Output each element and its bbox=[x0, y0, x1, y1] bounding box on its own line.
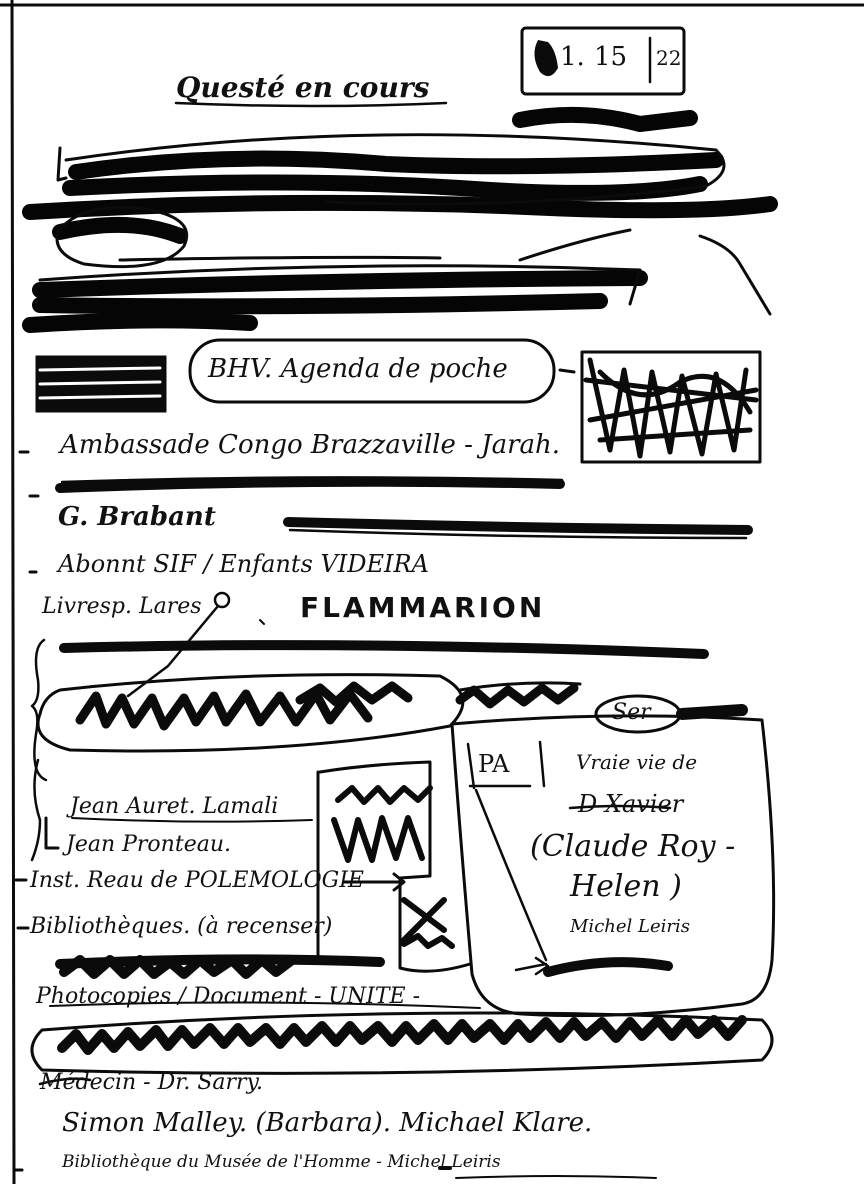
line-livresp: Livresp. Lares bbox=[42, 594, 202, 619]
label-vraie-vie: Vraie vie de bbox=[576, 750, 698, 774]
arrow-to-scribble bbox=[474, 788, 548, 962]
big-oval-redaction bbox=[36, 673, 465, 753]
line-flammarion: FLAMMARION bbox=[300, 591, 546, 624]
label-michel-leiris: Michel Leiris bbox=[570, 916, 690, 937]
bullet-dashes bbox=[12, 450, 40, 1172]
line-photocopies: Photocopies / Document - UNITE - bbox=[36, 984, 421, 1009]
label-d-xavier: D Xavier bbox=[578, 790, 684, 818]
page-left-edge bbox=[10, 0, 16, 1184]
line-brabant: G. Brabant bbox=[58, 502, 216, 532]
line-ambassade: Ambassade Congo Brazzaville - Jarah. bbox=[60, 430, 561, 460]
oval-redaction-bottom bbox=[30, 1011, 774, 1075]
title-underline bbox=[174, 101, 448, 108]
stamp-count: 22 bbox=[656, 46, 682, 70]
oval-scribble bbox=[75, 681, 579, 731]
line-jean-pronteau: Jean Pronteau. bbox=[66, 832, 231, 857]
stamp-mark: 1. bbox=[560, 42, 585, 72]
bottom-scribble bbox=[57, 1015, 747, 1055]
line-simon: Simon Malley. (Barbara). Michael Klare. bbox=[62, 1108, 593, 1138]
line-institut: Inst. Reau de POLEMOLOGIE bbox=[30, 868, 364, 893]
label-claude-roy: (Claude Roy - bbox=[530, 829, 736, 864]
stamp-blot bbox=[534, 40, 558, 77]
redaction-bars-lower bbox=[55, 954, 385, 979]
line-bibliotheque-musee: Bibliothèque du Musée de l'Homme - Miche… bbox=[62, 1152, 501, 1172]
scribble-box-right bbox=[580, 350, 762, 464]
line-jean-auret: Jean Auret. Lamali bbox=[70, 794, 279, 819]
page-title: Questé en cours bbox=[176, 71, 430, 104]
label-ser: Ser bbox=[612, 700, 651, 725]
middle-box bbox=[318, 760, 472, 973]
pa-region-box bbox=[450, 714, 776, 1018]
left-bracket bbox=[30, 638, 48, 862]
line-abonnement: Abonnt SIF / Enfants VIDEIRA bbox=[58, 550, 429, 578]
strike-line-1 bbox=[55, 476, 565, 493]
strike-line-3 bbox=[59, 640, 709, 659]
line-medecin: Médecin - Dr. Sarry. bbox=[40, 1070, 264, 1095]
redaction-block-top bbox=[22, 106, 778, 333]
middle-scribble bbox=[331, 785, 455, 949]
line-bhv: BHV. Agenda de poche bbox=[208, 354, 508, 384]
label-pa: PA bbox=[478, 750, 510, 778]
stamp-number: 15 bbox=[594, 42, 628, 72]
strike-line-2 bbox=[283, 517, 753, 535]
oval-top-left bbox=[55, 206, 189, 269]
stamp-box bbox=[520, 26, 686, 96]
line-bibliotheques: Bibliothèques. (à recenser) bbox=[30, 914, 333, 939]
scribble-right bbox=[583, 357, 759, 459]
bhv-oval bbox=[188, 338, 556, 404]
label-helen: Helen ) bbox=[570, 869, 682, 904]
